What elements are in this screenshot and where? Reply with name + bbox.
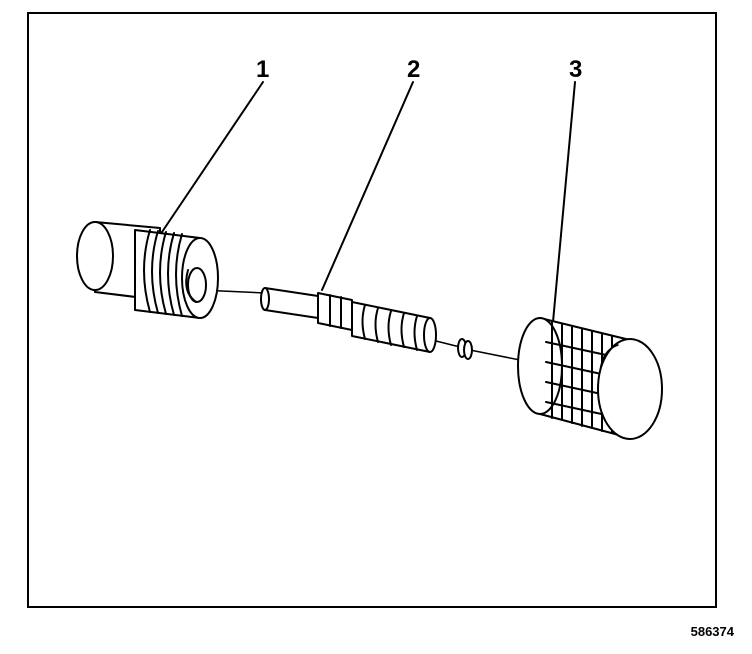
assembly-axis-2 xyxy=(431,339,461,348)
leader-line-2 xyxy=(321,81,414,291)
figure-number: 586374 xyxy=(690,624,734,639)
callout-3: 3 xyxy=(569,56,583,83)
assembly-axis-3 xyxy=(469,349,521,361)
callout-2: 2 xyxy=(407,56,421,83)
leader-line-3 xyxy=(552,81,576,323)
part-2-valve-stem xyxy=(260,287,473,360)
part-3-valve-cap xyxy=(517,317,663,440)
leader-line-1 xyxy=(161,81,264,233)
callout-1: 1 xyxy=(256,56,270,83)
part-1-threaded-body xyxy=(76,221,219,319)
